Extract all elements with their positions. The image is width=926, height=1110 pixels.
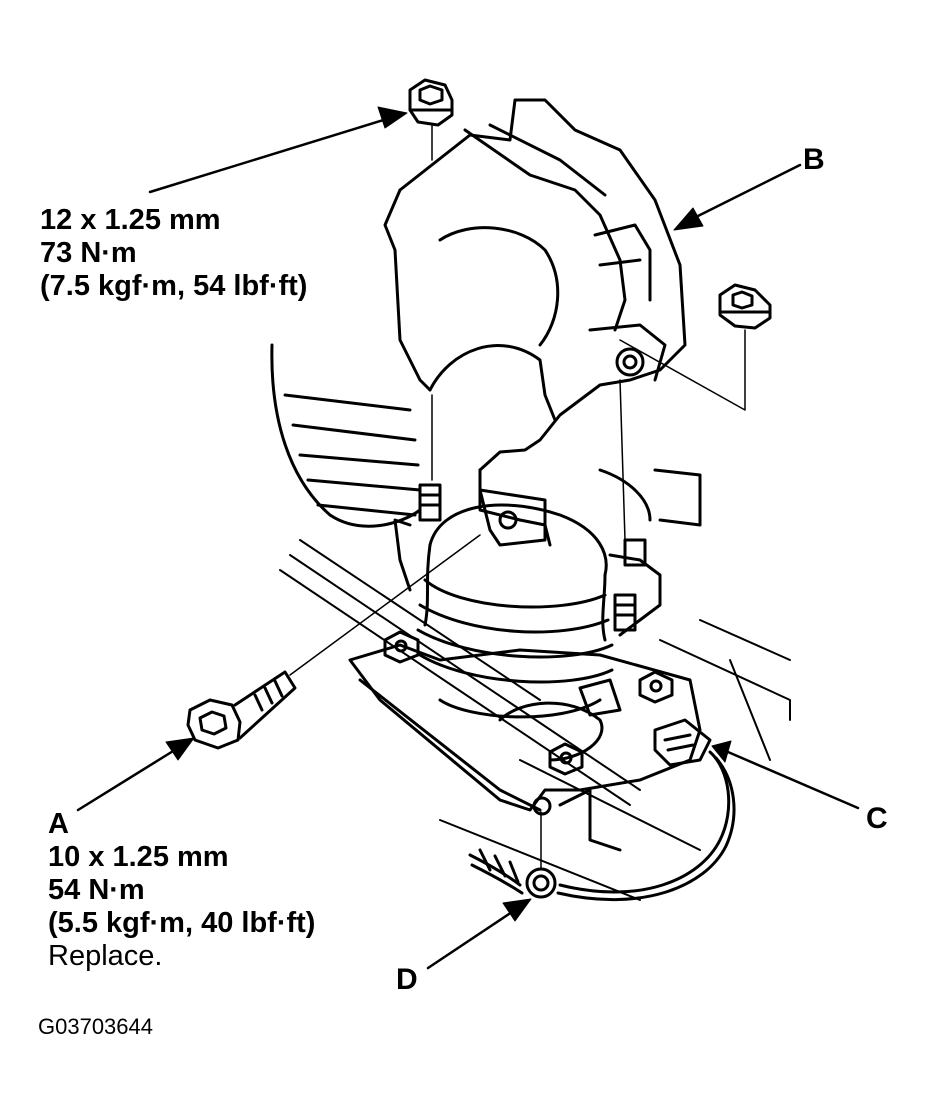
leader-b — [673, 163, 802, 231]
nut-alignment-lines — [431, 124, 746, 541]
wire-harness — [468, 750, 736, 902]
flange-bolt — [548, 742, 584, 776]
mount-base-plate — [348, 643, 702, 852]
transmission-housing — [270, 343, 422, 528]
through-bolt-a — [186, 534, 481, 750]
bolt-a-torque-alt: (5.5 kgf·m, 40 lbf·ft) — [48, 907, 316, 939]
frame-rail — [279, 539, 791, 901]
bolt-a-note: Replace. — [48, 940, 163, 972]
engine-mount-body — [393, 468, 702, 719]
leader-nut — [148, 106, 408, 194]
flange-nut-upper — [408, 78, 454, 127]
callout-b: B — [803, 143, 825, 176]
bolt-a-size: 10 x 1.25 mm — [48, 841, 229, 873]
nut-size: 12 x 1.25 mm — [40, 204, 221, 236]
leader-c — [711, 740, 860, 810]
flange-nut-right — [718, 283, 772, 330]
sensor-connector-c — [653, 718, 712, 767]
nut-torque-alt: (7.5 kgf·m, 54 lbf·ft) — [40, 270, 308, 302]
ground-bolt-d — [525, 811, 557, 899]
callout-c: C — [866, 802, 888, 835]
callout-d: D — [396, 963, 418, 996]
leader-d — [426, 898, 532, 970]
figure-code: G03703644 — [38, 1014, 153, 1039]
nut-torque: 73 N·m — [40, 237, 137, 269]
flange-bolt — [383, 630, 420, 664]
leader-a — [76, 737, 195, 812]
flange-bolt — [638, 670, 674, 704]
bolt-a-torque: 54 N·m — [48, 874, 145, 906]
bolt-a-spec: A 10 x 1.25 mm 54 N·m (5.5 kgf·m, 40 lbf… — [48, 808, 315, 973]
nut-spec: 12 x 1.25 mm 73 N·m (7.5 kgf·m, 54 lbf·f… — [40, 204, 307, 303]
callout-a: A — [48, 808, 69, 840]
mount-studs — [418, 483, 647, 632]
mount-bracket-b — [383, 98, 687, 547]
